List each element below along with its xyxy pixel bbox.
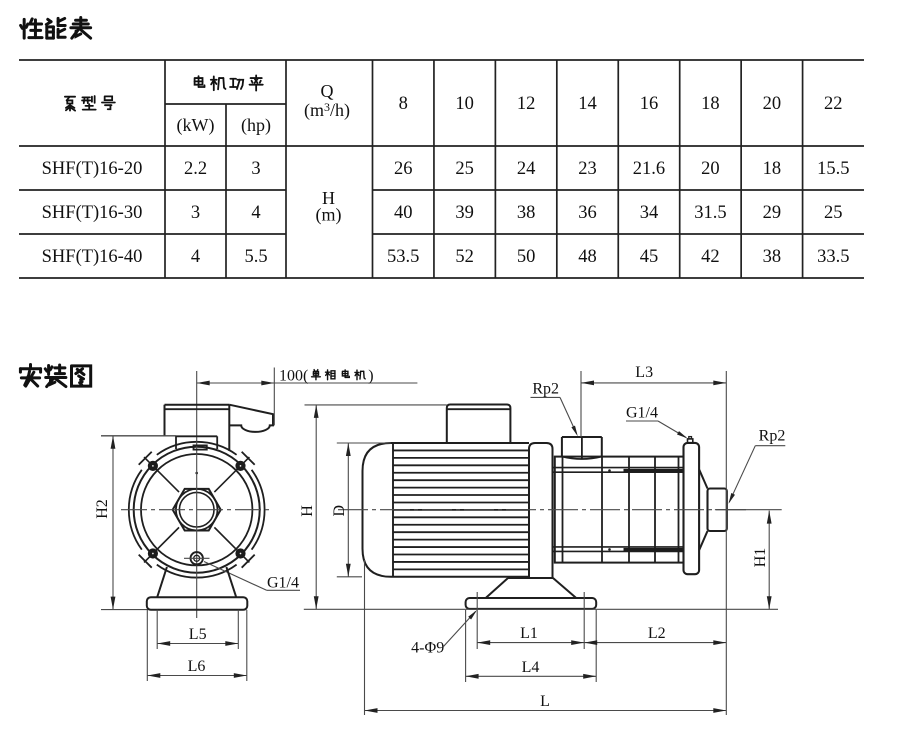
svg-text:42: 42 [701,247,720,267]
svg-text:12: 12 [517,94,536,114]
svg-text:(m3/h): (m3/h) [304,100,350,121]
svg-text:L: L [540,693,550,710]
svg-text:Rp2: Rp2 [532,380,559,397]
svg-text:18: 18 [763,159,782,179]
svg-text:16: 16 [640,94,659,114]
svg-text:15.5: 15.5 [817,159,849,179]
svg-text:L2: L2 [648,625,666,642]
svg-text:8: 8 [399,94,408,114]
svg-text:25: 25 [455,159,474,179]
svg-text:22: 22 [824,94,843,114]
svg-text:34: 34 [640,203,659,223]
svg-text:D: D [331,505,348,517]
svg-text:): ) [368,367,373,384]
svg-text:L4: L4 [522,659,540,676]
svg-text:50: 50 [517,247,536,267]
svg-text:20: 20 [701,159,720,179]
svg-text:(m): (m) [316,205,342,226]
svg-text:4-Φ9: 4-Φ9 [411,640,444,657]
svg-text:SHF(T)16-30: SHF(T)16-30 [42,203,143,223]
svg-text:21.6: 21.6 [633,159,665,179]
svg-text:38: 38 [517,203,536,223]
svg-text:10: 10 [455,94,474,114]
svg-text:4: 4 [251,203,260,223]
svg-text:48: 48 [578,247,597,267]
svg-text:31.5: 31.5 [694,203,726,223]
svg-text:20: 20 [763,94,782,114]
svg-text:L1: L1 [520,625,538,642]
svg-text:2.2: 2.2 [184,159,207,179]
svg-text:52: 52 [455,247,474,267]
svg-text:53.5: 53.5 [387,247,419,267]
svg-text:24: 24 [517,159,536,179]
svg-text:3: 3 [191,203,200,223]
svg-text:3: 3 [251,159,260,179]
svg-text:(hp): (hp) [241,115,271,136]
svg-text:H: H [299,505,316,517]
svg-text:4: 4 [191,247,200,267]
svg-text:SHF(T)16-20: SHF(T)16-20 [42,159,143,179]
svg-text:23: 23 [578,159,597,179]
svg-text:H: H [322,188,335,208]
svg-text:33.5: 33.5 [817,247,849,267]
svg-text:5.5: 5.5 [244,247,267,267]
svg-text:39: 39 [455,203,474,223]
svg-text:36: 36 [578,203,597,223]
svg-text:Rp2: Rp2 [759,428,786,445]
svg-text:Q: Q [321,81,334,101]
svg-text:L5: L5 [189,626,207,643]
svg-text:14: 14 [578,94,597,114]
svg-text:H2: H2 [94,499,111,519]
svg-text:(kW): (kW) [177,115,215,136]
svg-text:SHF(T)16-40: SHF(T)16-40 [42,247,143,267]
svg-text:G1/4: G1/4 [626,405,658,422]
svg-text:L6: L6 [188,658,206,675]
svg-text:100(: 100( [279,367,308,384]
svg-text:H1: H1 [752,548,769,568]
svg-text:29: 29 [763,203,782,223]
svg-text:25: 25 [824,203,843,223]
svg-text:45: 45 [640,247,659,267]
svg-text:G1/4: G1/4 [267,575,299,592]
svg-text:38: 38 [763,247,782,267]
svg-text:L3: L3 [635,364,653,381]
svg-text:40: 40 [394,203,413,223]
svg-text:18: 18 [701,94,720,114]
svg-text:26: 26 [394,159,413,179]
